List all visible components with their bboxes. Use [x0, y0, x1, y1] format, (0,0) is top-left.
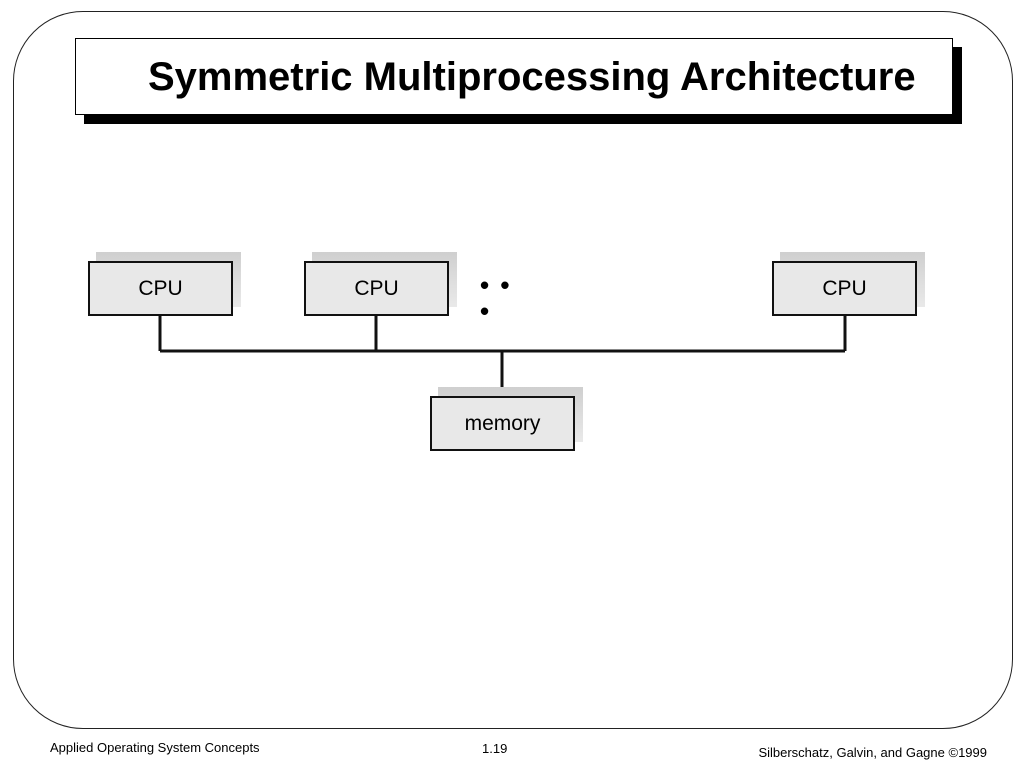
- slide-title: Symmetric Multiprocessing Architecture: [148, 55, 916, 99]
- footer-course-title: Applied Operating System Concepts: [50, 740, 260, 755]
- more-cpus-ellipsis: • • •: [480, 270, 512, 326]
- footer-page-number: 1.19: [482, 741, 508, 756]
- cpu-1-box: CPU: [88, 261, 233, 316]
- slide-frame: [13, 11, 1013, 729]
- cpu-2-box: CPU: [304, 261, 449, 316]
- memory-box: memory: [430, 396, 575, 451]
- footer-copyright: Silberschatz, Galvin, and Gagne ©1999: [758, 745, 987, 760]
- title-box: Symmetric Multiprocessing Architecture: [75, 38, 953, 115]
- cpu-3-box: CPU: [772, 261, 917, 316]
